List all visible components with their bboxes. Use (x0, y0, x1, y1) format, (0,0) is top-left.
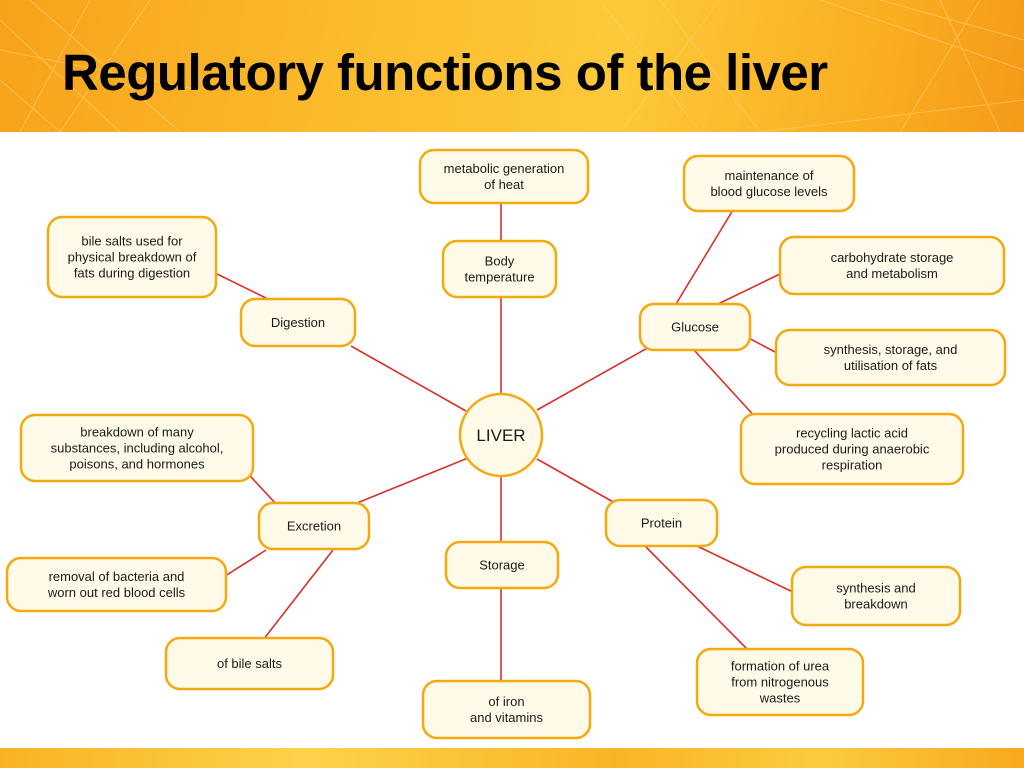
node-label: poisons, and hormones (69, 457, 205, 472)
node-label: of heat (484, 177, 524, 192)
connector-line (717, 272, 783, 305)
node-box (418, 148, 590, 205)
footer-bar (0, 748, 1024, 768)
node-box (19, 413, 255, 483)
node-label: synthesis and (836, 581, 916, 596)
node-box (421, 679, 592, 740)
node-label: maintenance of (725, 168, 814, 183)
node-label: respiration (822, 458, 883, 473)
node-box (638, 302, 752, 352)
banner-pattern (0, 0, 1024, 132)
node-label: bile salts used for (81, 234, 183, 249)
connector-line (644, 545, 751, 653)
node-digestion: Digestion (239, 297, 357, 348)
node-label: Excretion (287, 519, 341, 534)
node-label: of iron (488, 694, 524, 709)
connector-line (262, 549, 334, 641)
node-box (257, 501, 371, 551)
connector-line (212, 271, 273, 302)
title-banner: Regulatory functions of the liver (0, 0, 1024, 132)
node-box (164, 636, 335, 691)
node-label: and vitamins (470, 710, 543, 725)
connector-line (350, 345, 467, 412)
center-node-liver: LIVER (458, 392, 544, 478)
node-label: fats during digestion (74, 266, 190, 281)
node-label: physical breakdown of (68, 250, 197, 265)
node-label: Body (485, 254, 515, 269)
node-label: Digestion (271, 315, 325, 330)
node-box (444, 540, 560, 590)
node-label: utilisation of fats (844, 358, 938, 373)
node-box (441, 239, 558, 299)
node-box (778, 235, 1006, 296)
node-label: from nitrogenous (731, 675, 829, 690)
node-label: blood glucose levels (710, 184, 828, 199)
node-box (239, 297, 357, 348)
node-box (682, 154, 856, 213)
node-label: Protein (641, 516, 682, 531)
node-excretion: Excretion (257, 501, 371, 551)
node-storage: Storage (444, 540, 560, 590)
connector-line (693, 349, 759, 421)
node-glucose: Glucose (638, 302, 752, 352)
node-label: carbohydrate storage (831, 250, 954, 265)
node-label: substances, including alcohol, (51, 441, 224, 456)
node-of-bile-salts: of bile salts (164, 636, 335, 691)
node-label: and metabolism (846, 266, 938, 281)
connector-line (536, 458, 616, 504)
node-label: Storage (479, 558, 525, 573)
node-label: produced during anaerobic (775, 442, 930, 457)
node-protein: Protein (604, 498, 719, 548)
node-label: breakdown (844, 597, 908, 612)
node-label: recycling lactic acid (796, 426, 908, 441)
connector-line (675, 209, 734, 305)
node-label: synthesis, storage, and (824, 342, 958, 357)
node-box (790, 565, 962, 627)
page-title: Regulatory functions of the liver (62, 44, 828, 101)
node-box (739, 412, 965, 486)
node-label: formation of urea (731, 659, 830, 674)
node-label: temperature (464, 270, 534, 285)
node-label: metabolic generation (444, 161, 565, 176)
node-label: worn out red blood cells (47, 585, 186, 600)
connector-line (221, 549, 267, 579)
node-box (774, 328, 1007, 387)
node-box (46, 215, 218, 299)
node-label: of bile salts (217, 656, 283, 671)
connector-line (536, 345, 652, 411)
center-circle (458, 392, 544, 478)
node-label: Glucose (671, 320, 719, 335)
node-label: wastes (759, 691, 801, 706)
node-box (695, 647, 865, 717)
connector-lines (212, 203, 798, 681)
connector-line (351, 457, 469, 506)
node-label: breakdown of many (80, 425, 194, 440)
node-label: removal of bacteria and (49, 569, 185, 584)
connector-line (696, 545, 798, 595)
node-box (604, 498, 719, 548)
center-label: LIVER (476, 426, 525, 445)
node-box (5, 556, 228, 613)
